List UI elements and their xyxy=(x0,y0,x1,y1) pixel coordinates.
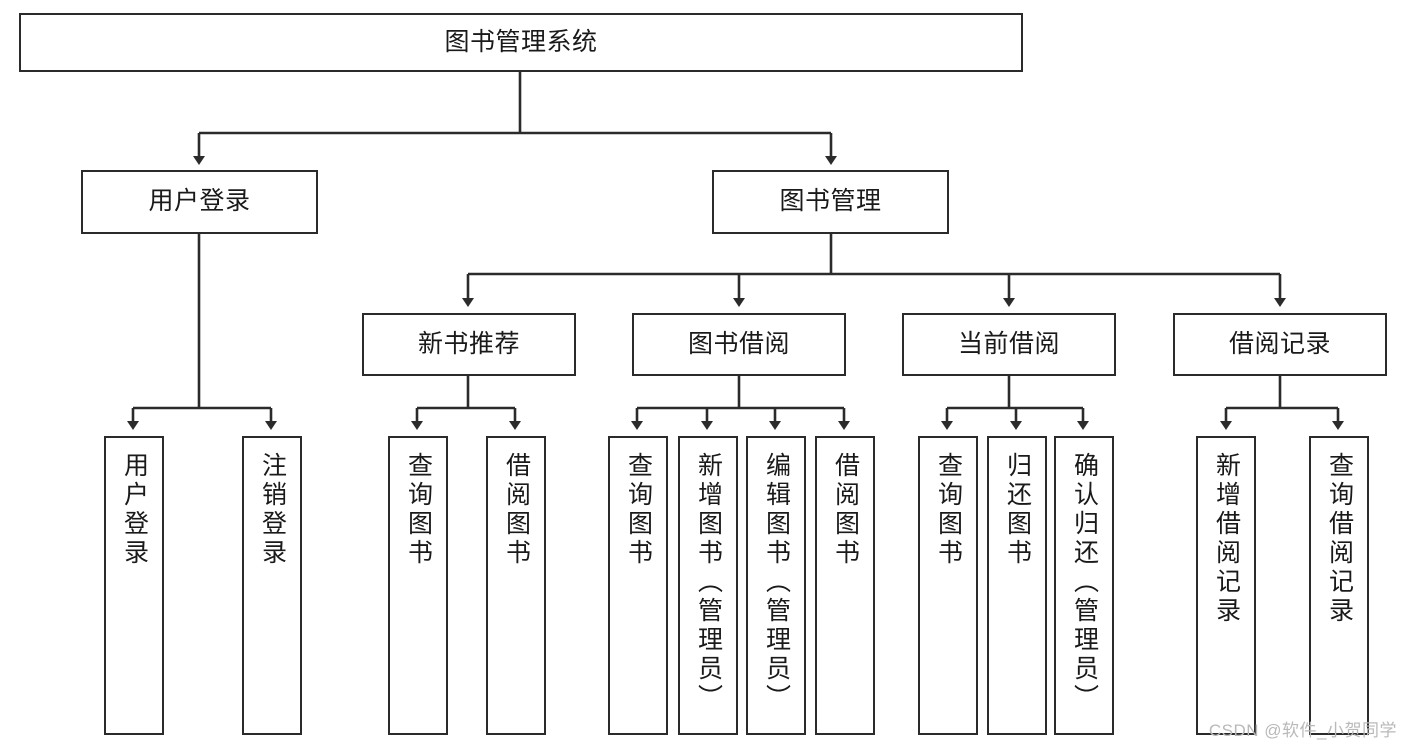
leaf-user-login[interactable]: 用户登录 xyxy=(104,436,164,735)
leaf-logout[interactable]: 注销登录 xyxy=(242,436,302,735)
leaf-confirm-return-admin[interactable]: 确认归还（管理员） xyxy=(1054,436,1114,735)
leaf-query-borrow-record[interactable]: 查询借阅记录 xyxy=(1309,436,1369,735)
node-label: 用户登录 xyxy=(120,452,149,568)
node-label: 新增借阅记录 xyxy=(1212,452,1241,626)
watermark-text: CSDN @软件_小贺同学 xyxy=(1208,721,1397,740)
node-label: 图书借阅 xyxy=(687,329,790,358)
node-label: 查询借阅记录 xyxy=(1325,452,1354,626)
node-label: 当前借阅 xyxy=(957,329,1060,358)
node-label: 确认归还（管理员） xyxy=(1070,452,1099,713)
node-label: 新书推荐 xyxy=(417,329,520,358)
node-label: 用户登录 xyxy=(148,187,251,216)
leaf-borrow-books-recommend[interactable]: 借阅图书 xyxy=(486,436,546,735)
node-label: 查询图书 xyxy=(934,452,963,568)
node-root-book-management-system[interactable]: 图书管理系统 xyxy=(19,13,1023,72)
leaf-edit-book-admin[interactable]: 编辑图书（管理员） xyxy=(746,436,806,735)
leaf-return-books[interactable]: 归还图书 xyxy=(987,436,1047,735)
node-book-management[interactable]: 图书管理 xyxy=(712,170,949,234)
node-label: 借阅图书 xyxy=(831,452,860,568)
node-label: 借阅记录 xyxy=(1228,329,1331,358)
leaf-borrow-books[interactable]: 借阅图书 xyxy=(815,436,875,735)
node-user-login[interactable]: 用户登录 xyxy=(81,170,318,234)
leaf-add-book-admin[interactable]: 新增图书（管理员） xyxy=(678,436,738,735)
node-new-book-recommendation[interactable]: 新书推荐 xyxy=(362,313,576,376)
node-label: 查询图书 xyxy=(404,452,433,568)
node-label: 查询图书 xyxy=(624,452,653,568)
leaf-query-books-current[interactable]: 查询图书 xyxy=(918,436,978,735)
leaf-query-books-recommend[interactable]: 查询图书 xyxy=(388,436,448,735)
node-label: 归还图书 xyxy=(1003,452,1032,568)
node-label: 借阅图书 xyxy=(502,452,531,568)
leaf-query-books-borrowing[interactable]: 查询图书 xyxy=(608,436,668,735)
node-label: 新增图书（管理员） xyxy=(694,452,723,713)
leaf-add-borrow-record[interactable]: 新增借阅记录 xyxy=(1196,436,1256,735)
node-label: 编辑图书（管理员） xyxy=(762,452,791,713)
node-borrowing-records[interactable]: 借阅记录 xyxy=(1173,313,1387,376)
node-label: 图书管理系统 xyxy=(444,27,598,56)
node-book-borrowing[interactable]: 图书借阅 xyxy=(632,313,846,376)
node-current-borrowing[interactable]: 当前借阅 xyxy=(902,313,1116,376)
node-label: 注销登录 xyxy=(258,452,287,568)
node-label: 图书管理 xyxy=(779,187,882,216)
